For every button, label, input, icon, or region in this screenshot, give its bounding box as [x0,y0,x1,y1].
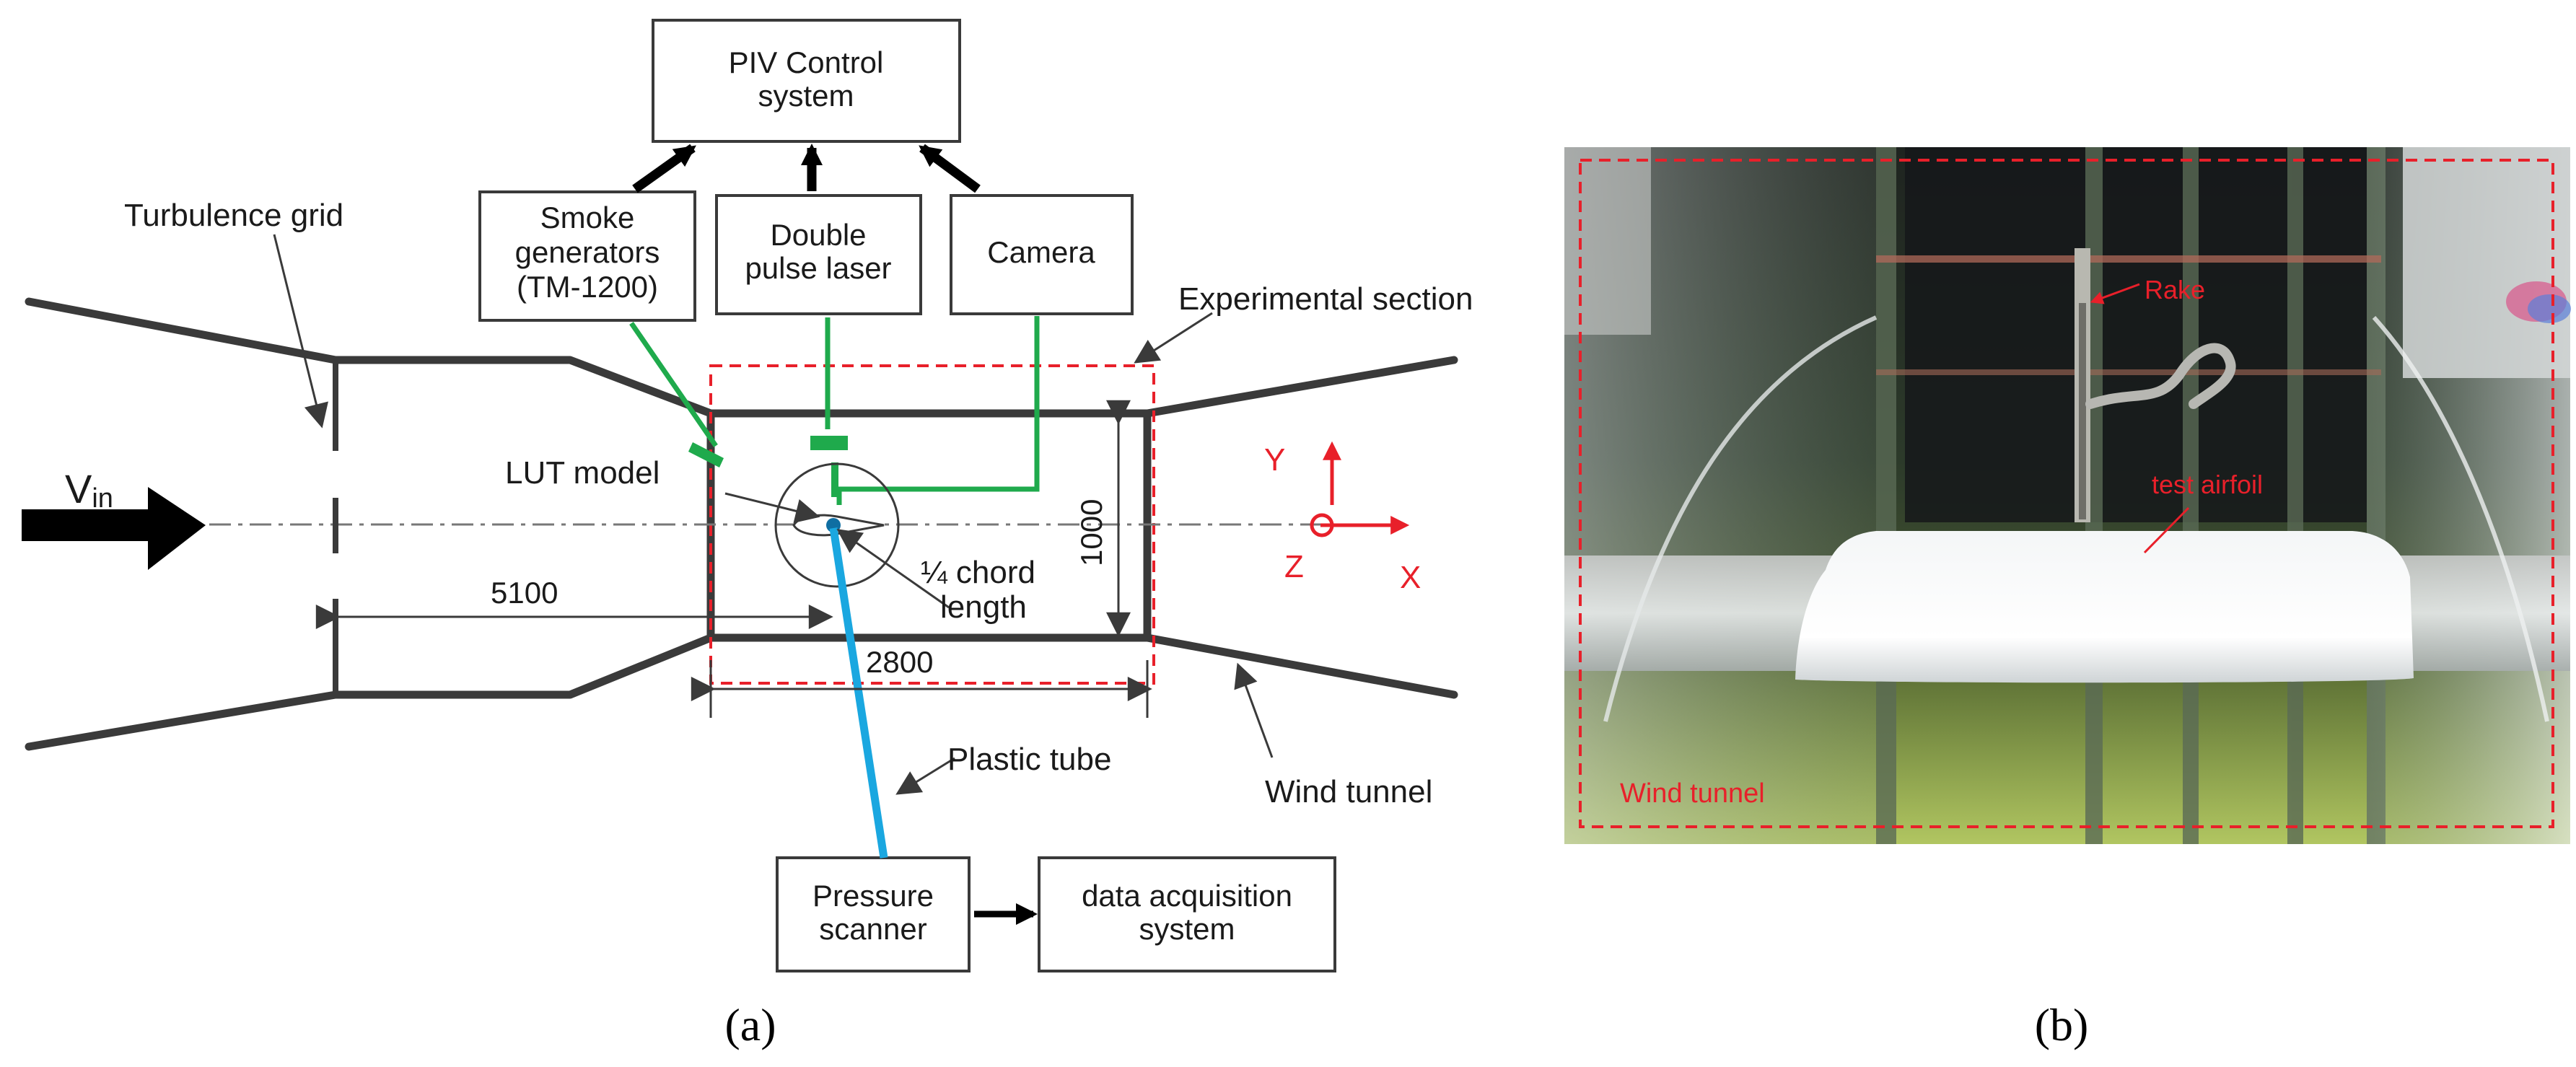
pressure-scanner-box: Pressure scanner [776,856,971,972]
dimension-5100: 5100 [491,576,558,610]
svg-text:system: system [758,79,854,113]
axis-y-label: Y [1264,442,1285,478]
rake-label: Rake [2145,275,2205,304]
green-connection-lines [629,316,1040,505]
quarter-chord-label: ¼ chord [921,555,1035,590]
svg-text:Smoke: Smoke [540,201,635,234]
inflow-arrow [22,487,206,570]
coordinate-axes [1310,441,1410,537]
piv-input-arrows [632,144,981,193]
wind-tunnel-outline [25,297,1458,751]
quarter-chord-label-line2: length [940,589,1027,625]
double-pulse-laser-box: Double pulse laser [715,194,922,315]
lut-model-label: LUT model [505,455,660,491]
svg-text:PIV Control: PIV Control [729,45,884,79]
experimental-section-label: Experimental section [1178,281,1473,317]
leader-arrows [273,234,1274,795]
lut-model-circle [774,462,900,588]
svg-text:data acquisition: data acquisition [1082,879,1292,913]
svg-text:system: system [1139,912,1235,946]
svg-text:Camera: Camera [987,235,1095,269]
test-airfoil-pointer [2143,506,2190,554]
test-airfoil-label: test airfoil [2152,470,2263,499]
panel-b-caption: (b) [2035,999,2089,1050]
svg-text:generators: generators [515,235,660,269]
wind-tunnel-label: Wind tunnel [1265,774,1432,809]
axis-x-label: X [1400,560,1421,595]
panel-a-schematic: Vin PIV Control system Smoke generators … [22,19,1473,1050]
axis-z-label: Z [1284,549,1304,584]
camera-box: Camera [950,194,1134,315]
plastic-tube-label: Plastic tube [947,742,1111,777]
plastic-tube-line [829,527,888,859]
turbulence-grid-label: Turbulence grid [124,198,343,233]
data-acquisition-box: data acquisition system [1038,856,1336,972]
photo-dashed-border [1579,159,2554,828]
panel-a-caption: (a) [724,999,776,1050]
smoke-generators-box: Smoke generators (TM-1200) [478,190,696,322]
test-airfoil-shape [1795,531,2414,683]
svg-text:pulse laser: pulse laser [745,251,891,285]
v-in-label: Vin [65,466,113,514]
photo-wind-tunnel-label: Wind tunnel [1620,778,1765,809]
green-emitters [688,436,848,497]
piv-control-box: PIV Control system [652,19,961,143]
svg-text:Pressure: Pressure [812,879,934,913]
dimension-1000: 1000 [1074,499,1108,566]
dimension-2800: 2800 [866,645,933,679]
wind-tunnel-photo [1564,147,2571,844]
rake-pointer [2090,283,2140,304]
dimension-lines [315,400,1152,718]
panel-b-photo: Rake test airfoil Wind tunnel (b) [1564,147,2571,1050]
svg-text:(TM-1200): (TM-1200) [517,270,658,304]
svg-text:Double: Double [770,218,866,252]
svg-text:scanner: scanner [819,912,926,946]
